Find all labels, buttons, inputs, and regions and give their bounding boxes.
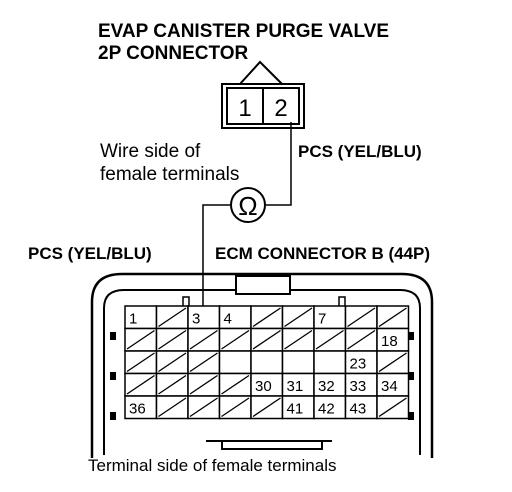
- wire-meter-to-ecm-pin3: [202, 204, 230, 322]
- wire-pin2-to-meter: [266, 122, 292, 206]
- ecm-mark-right-1: [408, 332, 414, 340]
- ecm-cell-r3-c5: [250, 350, 284, 375]
- ecm-unused-mark: [189, 352, 218, 373]
- ecm-unused-mark: [252, 329, 281, 350]
- ecm-latch: [235, 275, 291, 295]
- purge-pin-2: 2: [274, 95, 287, 122]
- ecm-connector-label: ECM CONNECTOR B (44P): [215, 244, 431, 263]
- ecm-unused-mark: [347, 307, 376, 328]
- ecm-unused-mark: [252, 307, 281, 328]
- ecm-pin-label: 7: [318, 311, 326, 328]
- ecm-pin-label: 43: [350, 401, 367, 418]
- ecm-unused-mark: [189, 374, 218, 395]
- terminal-side-label: Terminal side of female terminals: [88, 456, 337, 475]
- title-line2: 2P CONNECTOR: [98, 43, 249, 64]
- ecm-unused-mark: [126, 374, 155, 395]
- ecm-unused-mark: [158, 352, 187, 373]
- ecm-pin-label: 31: [287, 378, 304, 395]
- pcs-label-right: PCS (YEL/BLU): [298, 142, 422, 161]
- ecm-unused-mark: [158, 374, 187, 395]
- ecm-pin-label: 34: [381, 378, 398, 395]
- ecm-mark-right-2: [408, 372, 414, 380]
- ecm-unused-mark: [221, 329, 250, 350]
- ecm-pin-label: 30: [255, 378, 272, 395]
- wire-side-line2: female terminals: [100, 164, 240, 185]
- ecm-pin-label: 32: [318, 378, 335, 395]
- ohmmeter-icon: [230, 187, 266, 223]
- ecm-unused-mark: [378, 397, 407, 418]
- ecm-unused-mark: [158, 397, 187, 418]
- ecm-pin-label: 33: [350, 378, 367, 395]
- purge-pin-1: 1: [238, 95, 251, 122]
- ecm-unused-mark: [347, 329, 376, 350]
- ecm-pin-label: 41: [287, 401, 304, 418]
- ecm-unused-mark: [378, 307, 407, 328]
- ecm-unused-mark: [189, 329, 218, 350]
- ecm-pin-label: 4: [224, 311, 232, 328]
- ecm-unused-mark: [315, 329, 344, 350]
- title-line1: EVAP CANISTER PURGE VALVE: [98, 21, 390, 42]
- ecm-cell-r3-c4: [218, 350, 252, 375]
- ecm-unused-mark: [189, 397, 218, 418]
- ecm-housing-outer: [90, 272, 434, 458]
- ecm-mark-left-2: [110, 372, 116, 380]
- ohm-symbol: Ω: [238, 191, 257, 221]
- ecm-unused-mark: [158, 307, 187, 328]
- ecm-pin-label: 42: [318, 401, 335, 418]
- ecm-unused-mark: [126, 329, 155, 350]
- ecm-mark-left-3: [110, 412, 116, 420]
- ecm-unused-mark: [284, 329, 313, 350]
- ecm-pin-label: 1: [129, 311, 137, 328]
- ecm-unused-mark: [378, 352, 407, 373]
- ecm-pin-label: 36: [129, 401, 146, 418]
- ecm-pin-label: 23: [350, 356, 367, 373]
- ecm-unused-mark: [126, 352, 155, 373]
- pcs-label-left: PCS (YEL/BLU): [28, 244, 152, 263]
- ecm-cell-r3-c6: [281, 350, 315, 375]
- title-pointer: [239, 60, 283, 85]
- ecm-bottom-tab: [221, 440, 323, 450]
- ecm-unused-mark: [221, 374, 250, 395]
- wire-side-label: Wire side of female terminals: [100, 140, 239, 186]
- ecm-unused-mark: [284, 307, 313, 328]
- ecm-pin-label: 3: [192, 311, 200, 328]
- ecm-unused-mark: [221, 397, 250, 418]
- wire-side-line1: Wire side of: [100, 141, 201, 162]
- ecm-unused-mark: [252, 397, 281, 418]
- ecm-pin-label: 18: [381, 333, 398, 350]
- ecm-mark-right-3: [408, 412, 414, 420]
- ecm-mark-left-1: [110, 332, 116, 340]
- purge-valve-connector: 1 2: [221, 83, 305, 129]
- ecm-cell-r3-c7: [313, 350, 347, 375]
- ecm-unused-mark: [158, 329, 187, 350]
